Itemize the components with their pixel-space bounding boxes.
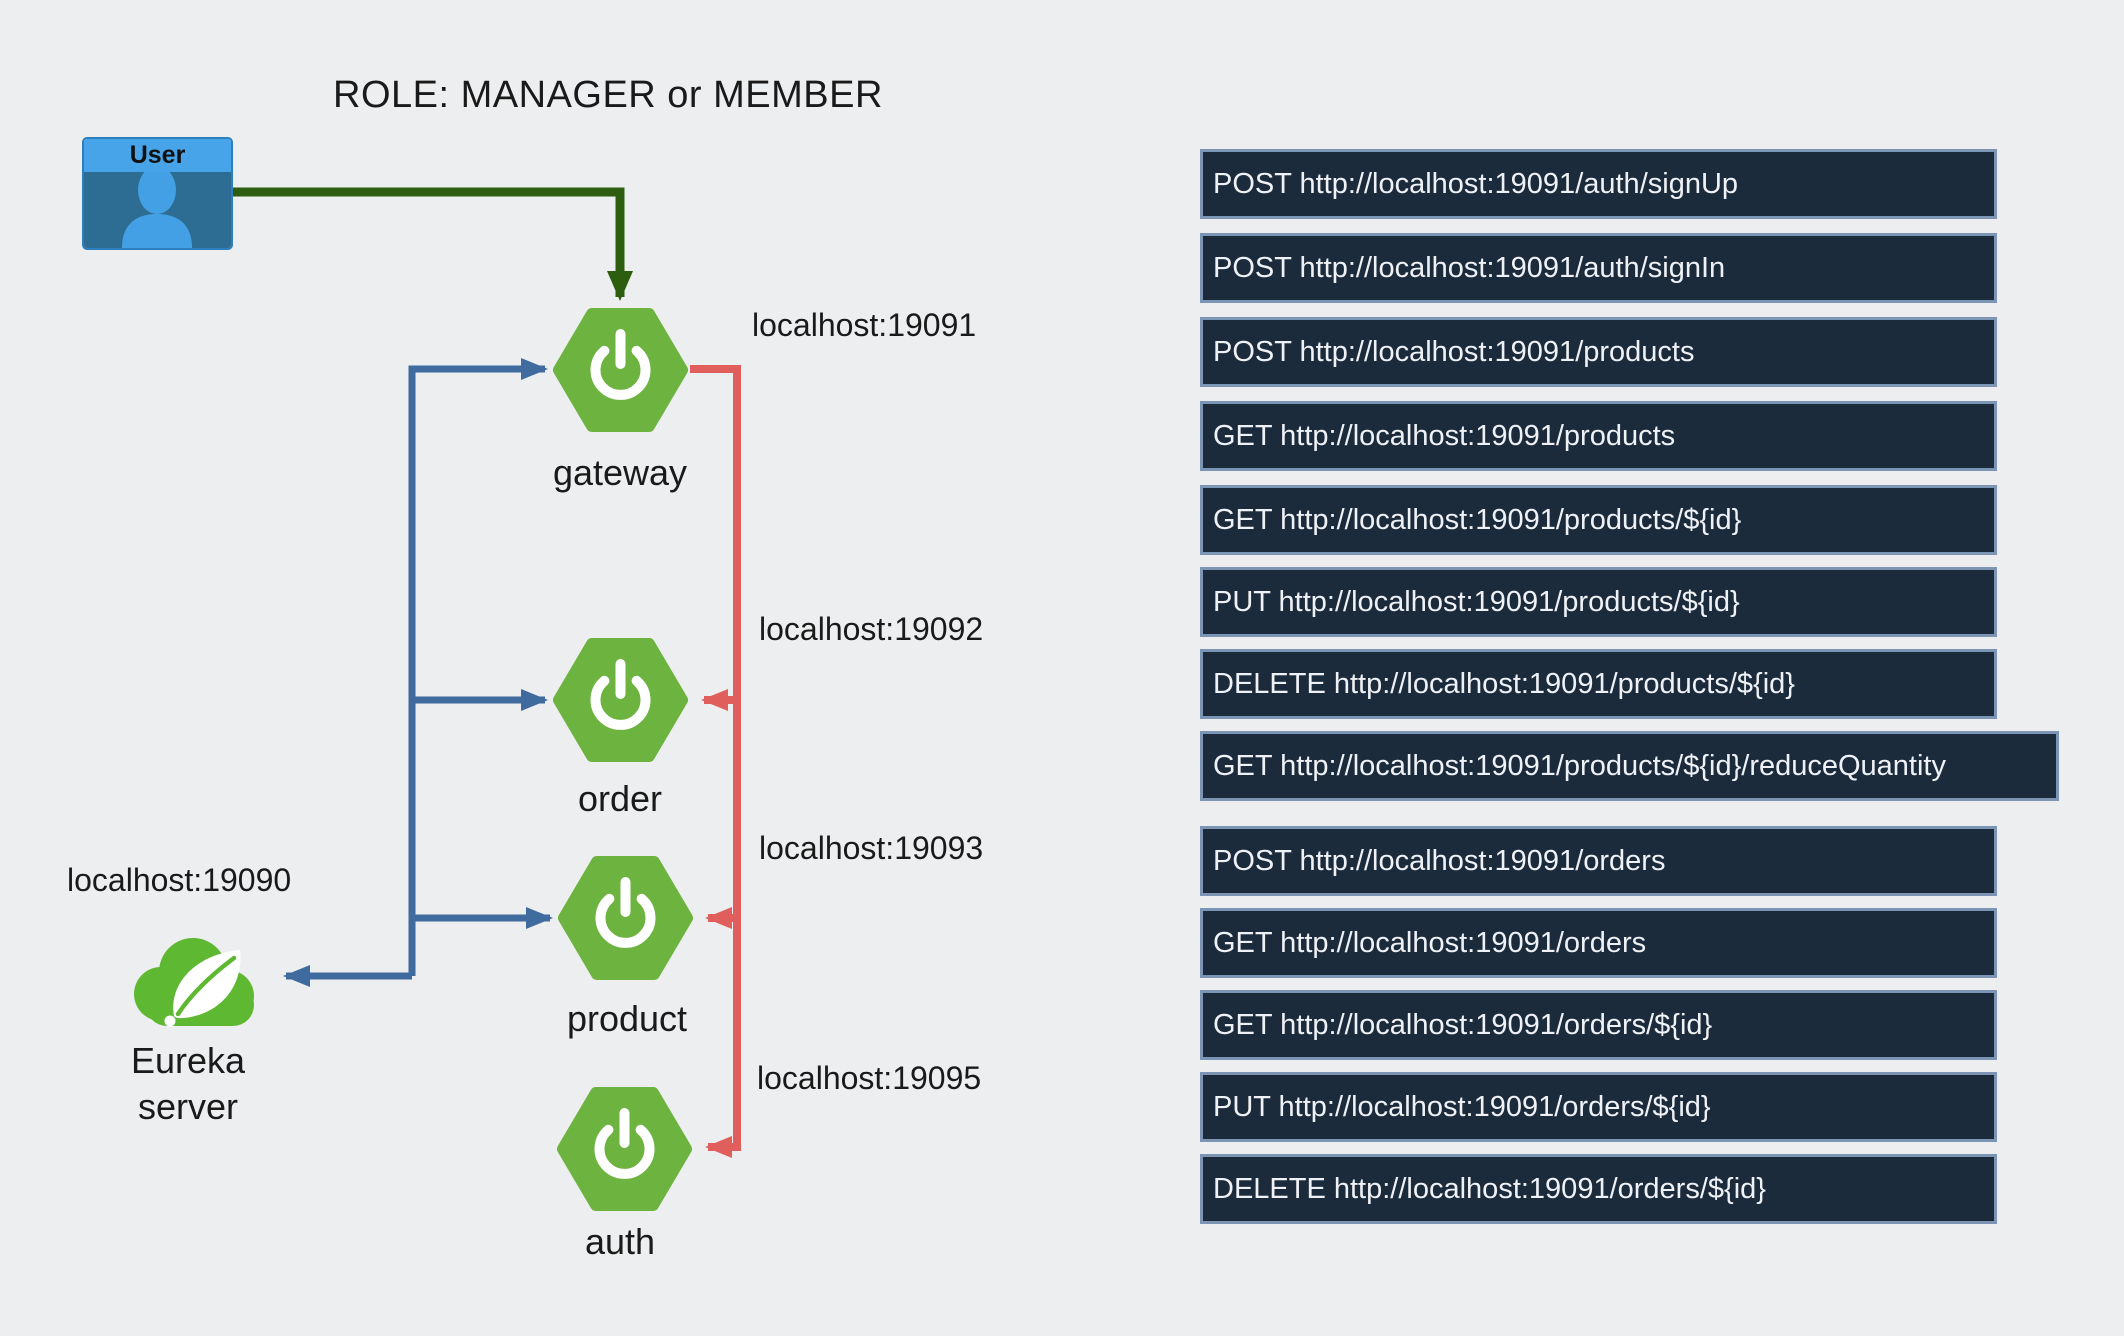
user-card: User	[82, 137, 233, 250]
endpoint-box: GET http://localhost:19091/orders/${id}	[1200, 990, 1997, 1060]
spring-boot-icon	[553, 638, 688, 762]
user-card-header: User	[84, 139, 231, 172]
eureka-label-line2: server	[137, 1086, 239, 1127]
endpoint-box: POST http://localhost:19091/auth/signIn	[1200, 233, 1997, 303]
auth-port-label: localhost:19095	[757, 1060, 982, 1096]
red-line-auth	[690, 365, 741, 1158]
role-title: ROLE: MANAGER or MEMBER	[333, 74, 883, 116]
endpoint-box: DELETE http://localhost:19091/orders/${i…	[1200, 1154, 1997, 1224]
product-label: product	[566, 998, 688, 1039]
eureka-server-label: Eureka server	[83, 1038, 293, 1130]
spring-cloud-eureka-icon	[134, 938, 254, 1027]
endpoint-box: PUT http://localhost:19091/orders/${id}	[1200, 1072, 1997, 1142]
spring-boot-icon	[558, 856, 693, 980]
gateway-label: gateway	[552, 452, 688, 493]
endpoint-box: GET http://localhost:19091/products/${id…	[1200, 485, 1997, 555]
green-line-user-gateway	[233, 187, 633, 301]
endpoint-box: GET http://localhost:19091/orders	[1200, 908, 1997, 978]
endpoint-box: POST http://localhost:19091/auth/signUp	[1200, 149, 1997, 219]
user-label: User	[129, 141, 186, 169]
eureka-label-line1: Eureka	[130, 1040, 246, 1081]
endpoint-box: DELETE http://localhost:19091/products/$…	[1200, 649, 1997, 719]
endpoint-box: PUT http://localhost:19091/products/${id…	[1200, 567, 1997, 637]
spring-boot-icon	[553, 308, 688, 432]
product-port-label: localhost:19093	[759, 830, 984, 866]
endpoint-box: GET http://localhost:19091/products	[1200, 401, 1997, 471]
endpoint-box: POST http://localhost:19091/products	[1200, 317, 1997, 387]
endpoint-box: POST http://localhost:19091/orders	[1200, 826, 1997, 896]
order-port-label: localhost:19092	[759, 611, 984, 647]
endpoint-box: GET http://localhost:19091/products/${id…	[1200, 731, 2059, 801]
blue-line-gateway	[408, 358, 548, 976]
gateway-port-label: localhost:19091	[752, 307, 977, 343]
user-card-body	[84, 172, 231, 248]
order-label: order	[577, 778, 663, 819]
eureka-port-label: localhost:19090	[67, 862, 292, 898]
spring-boot-icon	[557, 1087, 692, 1211]
auth-label: auth	[584, 1221, 656, 1262]
person-icon	[122, 172, 192, 248]
